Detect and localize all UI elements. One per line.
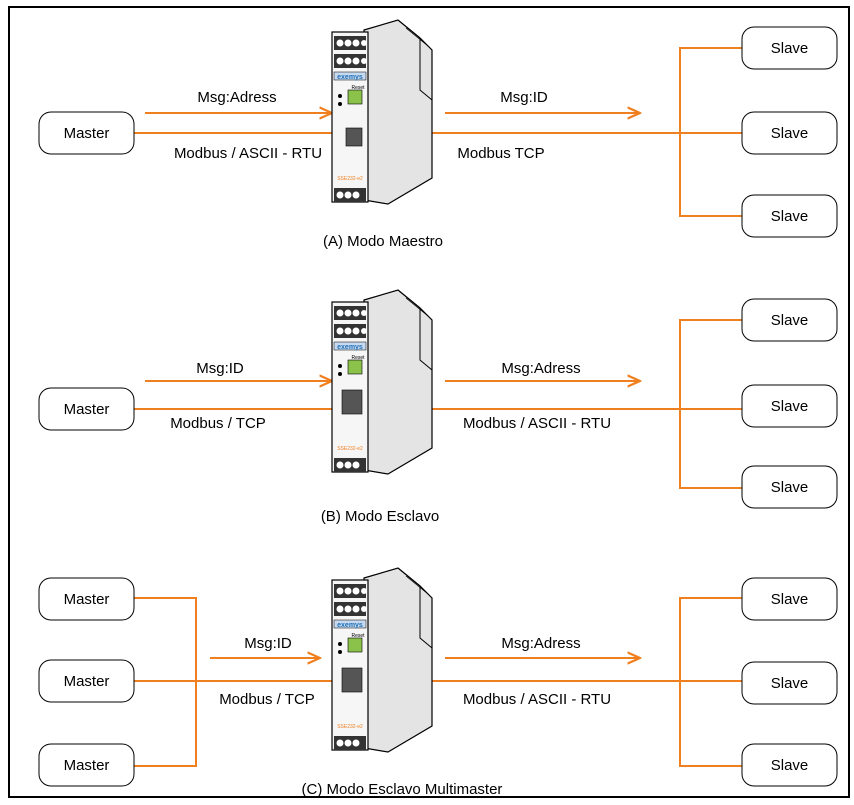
master-node: Master bbox=[38, 743, 135, 787]
right-protocol-label: Modbus / ASCII - RTU bbox=[463, 691, 611, 708]
diagram-frame bbox=[8, 6, 850, 798]
master-label: Master bbox=[64, 125, 110, 142]
slave-label: Slave bbox=[771, 591, 809, 608]
gateway-device: exemys Reset SSE232-e2 bbox=[331, 19, 433, 205]
right-message-label: Msg:ID bbox=[500, 89, 548, 106]
device-model: SSE232-e2 bbox=[337, 724, 363, 730]
device-model: SSE232-e2 bbox=[337, 176, 363, 182]
slave-node: Slave bbox=[741, 577, 838, 621]
slave-branch-wire bbox=[679, 597, 742, 767]
mode-caption: (A) Modo Maestro bbox=[323, 233, 443, 250]
left-message-label: Msg:ID bbox=[196, 360, 244, 377]
slave-label: Slave bbox=[771, 125, 809, 142]
section-mode-slave-multimaster: Master Master Master Slave Slave Slave M… bbox=[38, 567, 838, 798]
master-label: Master bbox=[64, 757, 110, 774]
device-reset-label: Reset bbox=[351, 633, 365, 639]
left-protocol-label: Modbus / TCP bbox=[219, 691, 315, 708]
slave-label: Slave bbox=[771, 398, 809, 415]
slave-label: Slave bbox=[771, 675, 809, 692]
section-mode-slave: Master Slave Slave Slave Msg:ID Modbus /… bbox=[38, 289, 838, 525]
section-mode-master: Master Slave Slave Slave Msg:Adress Modb… bbox=[38, 19, 838, 250]
left-message-label: Msg:ID bbox=[244, 635, 292, 652]
slave-node: Slave bbox=[741, 661, 838, 705]
mode-caption: (B) Modo Esclavo bbox=[321, 508, 439, 525]
master-label: Master bbox=[64, 591, 110, 608]
master-label: Master bbox=[64, 401, 110, 418]
slave-branch-wire bbox=[679, 47, 742, 217]
gateway-device: exemys Reset SSE232-e2 bbox=[331, 567, 433, 753]
master-node: Master bbox=[38, 577, 135, 621]
left-message-label: Msg:Adress bbox=[197, 89, 276, 106]
slave-node: Slave bbox=[741, 26, 838, 70]
slave-label: Slave bbox=[771, 40, 809, 57]
device-reset-label: Reset bbox=[351, 355, 365, 361]
slave-node: Slave bbox=[741, 743, 838, 787]
right-message-label: Msg:Adress bbox=[501, 360, 580, 377]
master-node: Master bbox=[38, 111, 135, 155]
device-model: SSE232-e2 bbox=[337, 446, 363, 452]
master-node: Master bbox=[38, 659, 135, 703]
gateway-device: exemys Reset SSE232-e2 bbox=[331, 289, 433, 475]
slave-node: Slave bbox=[741, 465, 838, 509]
device-brand: exemys bbox=[337, 622, 363, 629]
slave-label: Slave bbox=[771, 208, 809, 225]
right-protocol-label: Modbus / ASCII - RTU bbox=[463, 415, 611, 432]
slave-node: Slave bbox=[741, 384, 838, 428]
slave-branch-wire bbox=[679, 319, 742, 489]
slave-node: Slave bbox=[741, 298, 838, 342]
master-label: Master bbox=[64, 673, 110, 690]
device-reset-label: Reset bbox=[351, 85, 365, 91]
left-protocol-label: Modbus / TCP bbox=[170, 415, 266, 432]
master-node: Master bbox=[38, 387, 135, 431]
slave-node: Slave bbox=[741, 111, 838, 155]
right-message-label: Msg:Adress bbox=[501, 635, 580, 652]
mode-caption: (C) Modo Esclavo Multimaster bbox=[302, 781, 503, 798]
slave-label: Slave bbox=[771, 757, 809, 774]
device-brand: exemys bbox=[337, 344, 363, 351]
slave-node: Slave bbox=[741, 194, 838, 238]
slave-label: Slave bbox=[771, 312, 809, 329]
left-protocol-label: Modbus / ASCII - RTU bbox=[174, 145, 322, 162]
right-protocol-label: Modbus TCP bbox=[457, 145, 544, 162]
device-brand: exemys bbox=[337, 74, 363, 81]
slave-label: Slave bbox=[771, 479, 809, 496]
